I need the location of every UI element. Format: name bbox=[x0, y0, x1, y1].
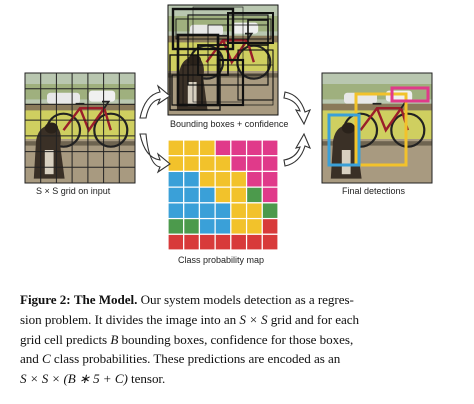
class-map-cell bbox=[198, 202, 216, 220]
class-map-cell bbox=[230, 155, 248, 173]
class-map-cell bbox=[245, 217, 263, 235]
arrow-to-classmap-icon bbox=[139, 133, 171, 174]
arrows bbox=[139, 84, 312, 174]
caption-math-tensor: S × S × (B ∗ 5 + C) bbox=[20, 371, 128, 387]
caption-text-3: grid cell predicts bbox=[20, 331, 108, 347]
caption-line-2: sion problem. It divides the image into … bbox=[20, 310, 456, 330]
class-map-cell bbox=[183, 217, 201, 235]
class-map-cell bbox=[167, 139, 185, 157]
class-map-cell bbox=[198, 217, 216, 235]
class-map-cell bbox=[198, 186, 216, 204]
class-map-cell bbox=[245, 186, 263, 204]
class-map-cell bbox=[245, 170, 263, 188]
caption-text-2: sion problem. It divides the image into … bbox=[20, 311, 237, 327]
boxes-confidence-label: Bounding boxes + confidence bbox=[170, 119, 289, 129]
class-map-cell bbox=[245, 233, 263, 251]
caption-line-1: Figure 2: The Model. Our system models d… bbox=[20, 290, 456, 310]
class-map-cell bbox=[167, 186, 185, 204]
arrow-from-classmap-icon bbox=[283, 132, 312, 167]
class-map-cell bbox=[183, 155, 201, 173]
class-map-label: Class probability map bbox=[178, 255, 265, 265]
class-map-cell bbox=[167, 170, 185, 188]
class-map-cell bbox=[261, 186, 279, 204]
caption-text-5-end: tensor. bbox=[131, 371, 166, 387]
class-map-cell bbox=[261, 155, 279, 173]
class-map-cell bbox=[261, 139, 279, 157]
caption-text-4: and bbox=[20, 351, 39, 367]
class-map-cell bbox=[230, 139, 248, 157]
caption-line-3: grid cell predicts B bounding boxes, con… bbox=[20, 330, 456, 350]
class-map-cell bbox=[198, 139, 216, 157]
class-probability-map bbox=[167, 139, 279, 251]
class-map-cell bbox=[230, 170, 248, 188]
class-map-cell bbox=[198, 155, 216, 173]
final-detections-panel bbox=[320, 71, 434, 185]
class-map-cell bbox=[183, 170, 201, 188]
model-diagram bbox=[23, 3, 434, 251]
class-map-cell bbox=[167, 155, 185, 173]
caption-line-4: and C class probabilities. These predict… bbox=[20, 349, 456, 369]
class-map-cell bbox=[230, 233, 248, 251]
grid-input-panel bbox=[23, 71, 137, 185]
bounding-boxes-panel bbox=[166, 3, 280, 117]
class-map-cell bbox=[214, 170, 232, 188]
caption-math-c: C bbox=[42, 351, 51, 367]
dog-detection-box bbox=[327, 113, 361, 167]
class-map-cell bbox=[230, 186, 248, 204]
class-map-cell bbox=[198, 170, 216, 188]
figure-label: Figure 2: bbox=[20, 292, 71, 307]
class-map-cell bbox=[183, 202, 201, 220]
class-map-cell bbox=[230, 202, 248, 220]
bicycle-detection-box bbox=[354, 92, 408, 167]
class-map-cell bbox=[214, 139, 232, 157]
caption-text-4-end: class probabilities. These predictions a… bbox=[53, 351, 341, 367]
class-map-cell bbox=[183, 186, 201, 204]
caption-text-2-end: grid and for each bbox=[270, 311, 360, 327]
class-map-cell bbox=[245, 139, 263, 157]
figure-title: The Model. bbox=[73, 292, 138, 307]
class-map-cell bbox=[230, 217, 248, 235]
class-map-cell bbox=[214, 202, 232, 220]
class-map-cell bbox=[183, 233, 201, 251]
input-grid-label: S × S grid on input bbox=[36, 186, 111, 196]
figure-caption: Figure 2: The Model. Our system models d… bbox=[20, 290, 456, 389]
arrow-from-boxes-icon bbox=[283, 91, 312, 126]
final-detections-label: Final detections bbox=[342, 186, 406, 196]
class-map-cell bbox=[167, 217, 185, 235]
car-detection-box bbox=[390, 86, 430, 103]
caption-math-b: B bbox=[110, 331, 119, 347]
caption-text-3-end: bounding boxes, confidence for those box… bbox=[121, 331, 354, 347]
class-map-cell bbox=[261, 233, 279, 251]
class-map-cell bbox=[198, 233, 216, 251]
class-map-cell bbox=[261, 217, 279, 235]
class-map-cell bbox=[167, 202, 185, 220]
caption-text-1: Our system models detection as a regres- bbox=[140, 292, 354, 307]
class-map-cell bbox=[214, 186, 232, 204]
class-map-cell bbox=[183, 139, 201, 157]
arrow-to-boxes-icon bbox=[139, 84, 171, 119]
class-map-cell bbox=[167, 233, 185, 251]
class-map-cell bbox=[261, 202, 279, 220]
caption-line-5: S × S × (B ∗ 5 + C) tensor. bbox=[20, 369, 456, 389]
class-map-cell bbox=[245, 155, 263, 173]
class-map-cell bbox=[214, 155, 232, 173]
class-map-cell bbox=[245, 202, 263, 220]
class-map-cell bbox=[214, 217, 232, 235]
class-map-cell bbox=[214, 233, 232, 251]
caption-math-grid: S × S bbox=[239, 311, 268, 327]
class-map-cell bbox=[261, 170, 279, 188]
